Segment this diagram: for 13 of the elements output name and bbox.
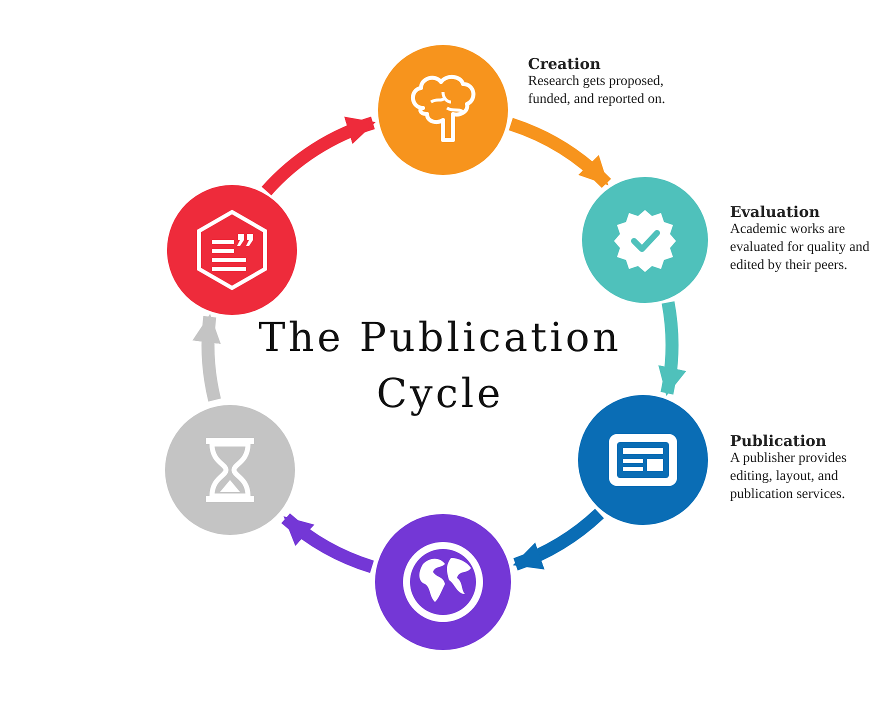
- curved-arrow: [262, 116, 376, 196]
- stage-description: Academic works are evaluated for quality and edited by their peers.: [730, 221, 871, 275]
- curved-arrow: [508, 118, 611, 188]
- stage-heading: Evaluation: [730, 203, 821, 221]
- stage-description: A publisher provides editing, layout, and publication services.: [730, 450, 848, 504]
- stage-heading: Creation: [528, 55, 602, 73]
- stage-heading: Publication: [730, 432, 828, 450]
- curved-arrow: [194, 314, 222, 402]
- diagram-title: The Publication Cycle: [258, 314, 622, 419]
- curved-arrow: [656, 302, 686, 396]
- stage-description: Research gets proposed, funded, and reported on.: [528, 73, 666, 109]
- curved-arrow: [282, 513, 374, 573]
- curved-arrow: [512, 508, 604, 570]
